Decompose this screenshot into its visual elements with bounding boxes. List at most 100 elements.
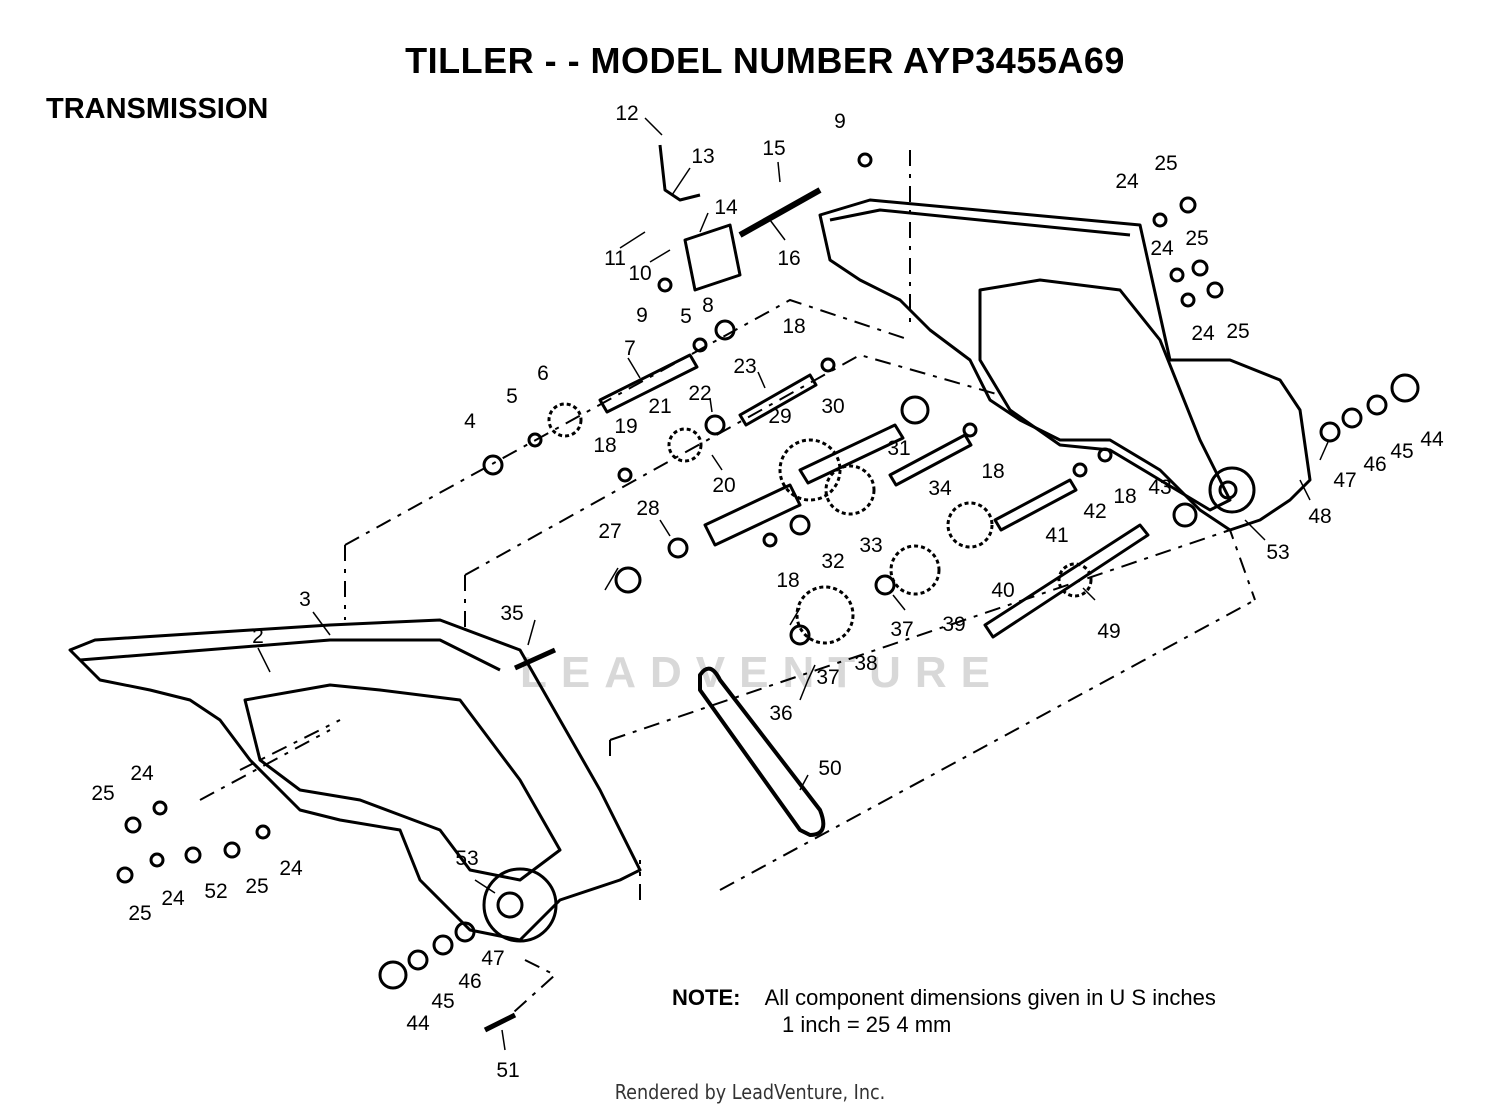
- sprocket-40: [946, 501, 994, 549]
- bushing-37b: [789, 624, 811, 646]
- bushing-27: [614, 566, 642, 594]
- right-housing-half: [818, 198, 1312, 532]
- callout-25a: 25: [1154, 152, 1177, 175]
- callout-18b: 18: [593, 434, 616, 457]
- callout-9b: 9: [636, 304, 648, 327]
- callout-37a: 37: [890, 618, 913, 641]
- washer-9b: [657, 277, 673, 293]
- shift-rod: [738, 187, 822, 238]
- callout-46a: 46: [1363, 453, 1386, 476]
- callout-53a: 53: [455, 847, 478, 870]
- sprocket-39: [889, 544, 941, 596]
- callout-45a: 45: [1390, 440, 1413, 463]
- callout-12: 12: [615, 102, 638, 125]
- callout-24a: 24: [1115, 170, 1139, 193]
- callout-21: 21: [648, 395, 671, 418]
- washer-18a: [820, 357, 836, 373]
- callout-29: 29: [768, 405, 791, 428]
- callout-16: 16: [777, 247, 800, 270]
- callout-50: 50: [818, 757, 841, 780]
- washer-45b: [407, 949, 429, 971]
- callout-25c: 25: [1226, 320, 1249, 343]
- washer-24a: [1152, 212, 1168, 228]
- callout-24e: 24: [161, 887, 185, 910]
- gear-6: [547, 402, 583, 438]
- left-housing-inner: [243, 683, 562, 882]
- bearing-31: [900, 395, 930, 425]
- explode-line-10: [504, 959, 557, 1021]
- bushing-44b: [378, 960, 408, 990]
- nut-25e: [223, 841, 241, 859]
- output-shaft: [983, 523, 1150, 639]
- callout-24d: 24: [130, 762, 154, 785]
- callout-43: 43: [1148, 476, 1171, 499]
- callout-40: 40: [991, 579, 1014, 602]
- callout-25f: 25: [128, 902, 151, 925]
- callout-labels: 2 3 4 5 5 6 7 8 9 9 10 11 12 13 14 15 16…: [91, 102, 1444, 1082]
- right-housing-flange: [829, 208, 1131, 237]
- callout-42: 42: [1083, 500, 1106, 523]
- callout-45b: 45: [431, 990, 454, 1013]
- shaft-23: [738, 373, 818, 427]
- sprocket-49: [1057, 562, 1093, 598]
- callout-15: 15: [762, 137, 785, 160]
- callout-19: 19: [614, 415, 637, 438]
- nut-25a: [1179, 196, 1197, 214]
- callout-49: 49: [1097, 620, 1120, 643]
- explode-line-6: [609, 528, 1256, 741]
- nut-25b: [1191, 259, 1209, 277]
- washer-24d: [152, 800, 168, 816]
- callout-25b: 25: [1185, 227, 1208, 250]
- washer-46b: [432, 934, 454, 956]
- bushing-28: [667, 537, 689, 559]
- callout-7: 7: [624, 337, 636, 360]
- bolt-35: [513, 647, 557, 671]
- callout-28: 28: [636, 497, 659, 520]
- washer-24b: [1169, 267, 1185, 283]
- callout-24f: 24: [279, 857, 303, 880]
- bolt-51: [483, 1012, 517, 1033]
- shaft-30: [798, 423, 905, 485]
- callout-27: 27: [598, 520, 621, 543]
- explode-line-4: [464, 353, 1001, 576]
- callout-41: 41: [1045, 524, 1068, 547]
- nut-25c: [1206, 281, 1224, 299]
- left-housing-half: [68, 618, 642, 942]
- washer-5b: [692, 337, 708, 353]
- shaft-34: [888, 433, 973, 487]
- callout-18e: 18: [776, 569, 799, 592]
- callout-24c: 24: [1191, 322, 1215, 345]
- page-title: TILLER - - MODEL NUMBER AYP3455A69: [405, 40, 1125, 81]
- shift-housing: [683, 223, 742, 292]
- washer-47a: [1319, 421, 1341, 443]
- callout-52: 52: [204, 880, 227, 903]
- washer-47b: [454, 921, 476, 943]
- washer-45a: [1366, 394, 1388, 416]
- callout-30: 30: [821, 395, 844, 418]
- sprocket-33: [824, 464, 876, 516]
- watermark: LEADVENTURE: [520, 648, 1005, 697]
- callout-6: 6: [537, 362, 549, 385]
- explode-line-7: [719, 599, 1256, 891]
- callout-24b: 24: [1150, 237, 1174, 260]
- pulley-right-hub: [1218, 480, 1238, 500]
- callout-32: 32: [821, 550, 844, 573]
- callout-5a: 5: [506, 385, 518, 408]
- drive-belt: [698, 666, 826, 837]
- pulley-left-hub: [496, 891, 524, 919]
- washer-18d: [1097, 447, 1113, 463]
- note-line-2: 1 inch = 25 4 mm: [782, 1012, 952, 1037]
- washer-24c: [1180, 292, 1196, 308]
- nut-52: [184, 846, 202, 864]
- callout-18a: 18: [782, 315, 805, 338]
- washer-42: [1072, 462, 1088, 478]
- callout-3: 3: [299, 588, 311, 611]
- callout-48: 48: [1308, 505, 1331, 528]
- bushing-43: [1172, 502, 1198, 528]
- callout-31: 31: [887, 437, 910, 460]
- callout-5b: 5: [680, 305, 692, 328]
- callout-23: 23: [733, 355, 756, 378]
- washer-24e: [149, 852, 165, 868]
- nut-25f: [116, 866, 134, 884]
- pulley-right: [1208, 466, 1256, 514]
